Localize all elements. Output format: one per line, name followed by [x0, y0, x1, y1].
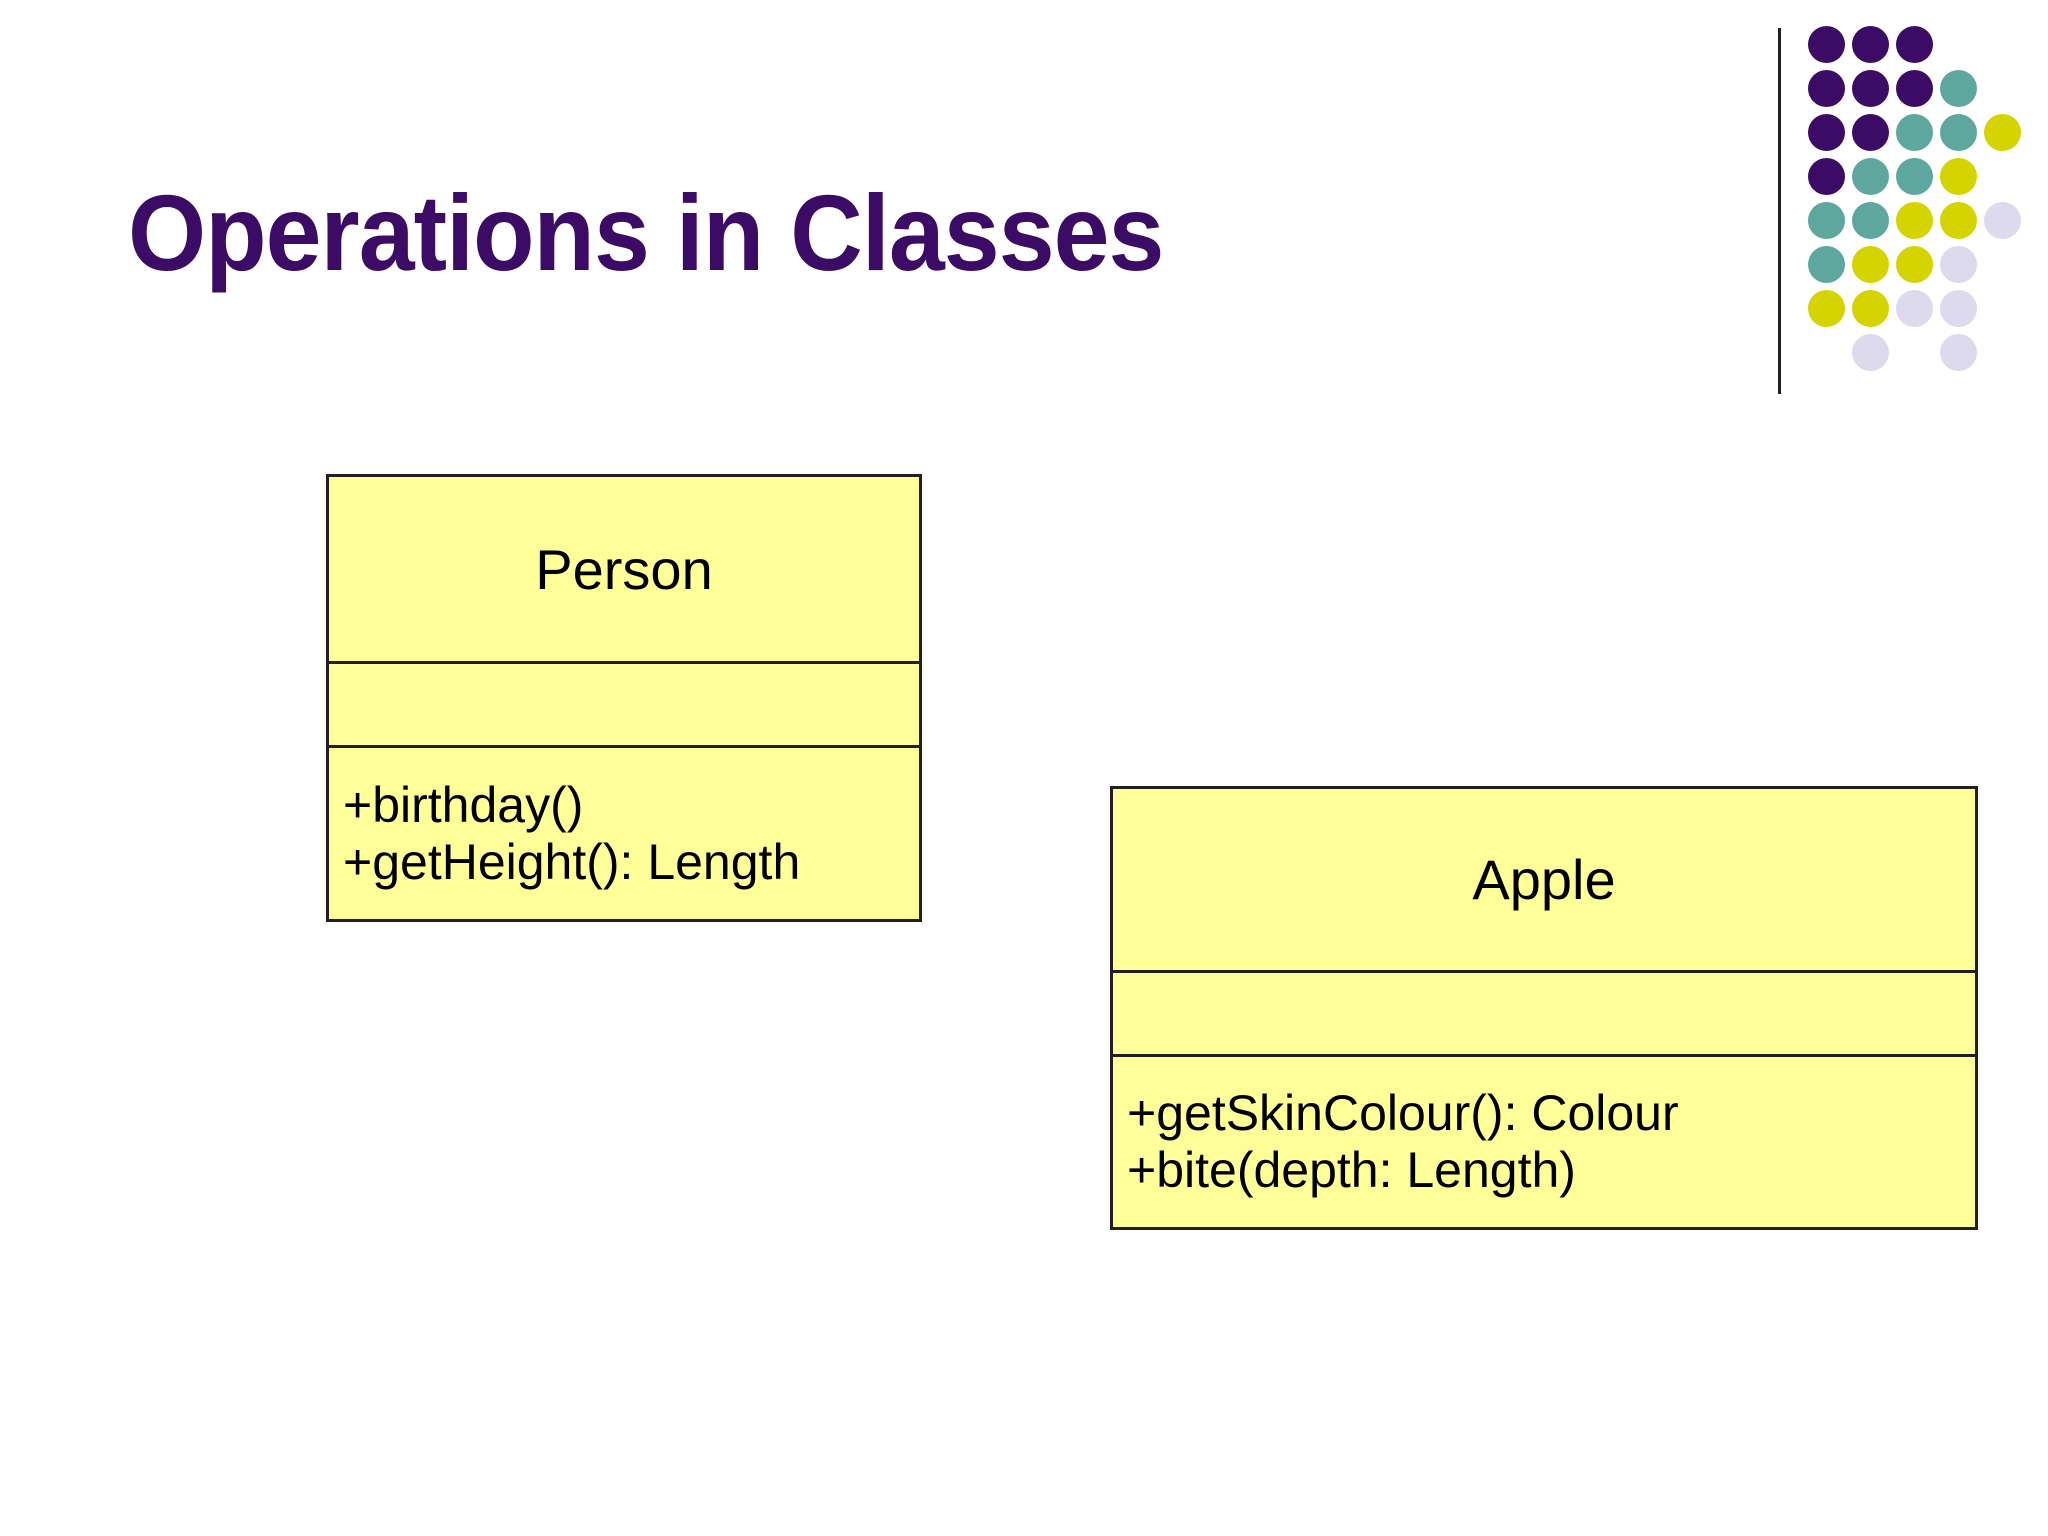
- logo-dot-row: [1808, 156, 2030, 200]
- logo-dot-teal: [1808, 202, 1845, 239]
- logo-dot-purple: [1808, 26, 1845, 63]
- logo-dot-purple: [1896, 70, 1933, 107]
- logo-dot-yellow: [1896, 202, 1933, 239]
- logo-dot-teal: [1940, 114, 1977, 151]
- uml-operation: +getHeight(): Length: [343, 833, 801, 890]
- logo-dot-purple: [1808, 158, 1845, 195]
- page-title: Operations in Classes: [128, 172, 1164, 294]
- uml-operations-apple: +getSkinColour(): Colour +bite(depth: Le…: [1113, 1057, 1975, 1227]
- logo: [1778, 24, 2030, 396]
- logo-dot-lavender: [1940, 334, 1977, 371]
- uml-operation: +getSkinColour(): Colour: [1127, 1085, 1679, 1141]
- logo-dot-purple: [1852, 114, 1889, 151]
- logo-dot-teal: [1896, 158, 1933, 195]
- logo-dot-row: [1808, 288, 2030, 332]
- logo-dot-teal: [1896, 114, 1933, 151]
- logo-dot-row: [1808, 68, 2030, 112]
- logo-dot-yellow: [1940, 158, 1977, 195]
- logo-divider-rule: [1778, 28, 1781, 394]
- logo-dot-grid: [1808, 24, 2030, 396]
- logo-dot-lavender: [1940, 290, 1977, 327]
- logo-dot-purple: [1852, 70, 1889, 107]
- logo-dot-purple: [1896, 26, 1933, 63]
- logo-dot-yellow: [1896, 246, 1933, 283]
- uml-operation: +birthday(): [343, 776, 584, 833]
- logo-dot-lavender: [1984, 202, 2021, 239]
- logo-dot-teal: [1852, 202, 1889, 239]
- uml-attributes-apple: [1113, 973, 1975, 1057]
- logo-dot-lavender: [1896, 290, 1933, 327]
- logo-dot-lavender: [1940, 246, 1977, 283]
- uml-class-person: Person +birthday() +getHeight(): Length: [326, 474, 922, 922]
- uml-operations-person: +birthday() +getHeight(): Length: [329, 748, 919, 919]
- logo-dot-teal: [1940, 70, 1977, 107]
- logo-dot-purple: [1852, 26, 1889, 63]
- uml-class-name-apple: Apple: [1113, 789, 1975, 973]
- logo-dot-teal: [1852, 158, 1889, 195]
- logo-dot-row: [1808, 112, 2030, 156]
- uml-class-apple: Apple +getSkinColour(): Colour +bite(dep…: [1110, 786, 1978, 1230]
- logo-dot-purple: [1808, 70, 1845, 107]
- logo-dot-row: [1808, 24, 2030, 68]
- uml-class-name-person: Person: [329, 477, 919, 664]
- logo-dot-lavender: [1852, 334, 1889, 371]
- logo-dot-row: [1808, 332, 2030, 376]
- logo-dot-teal: [1808, 246, 1845, 283]
- logo-dot-purple: [1808, 114, 1845, 151]
- logo-dot-yellow: [1940, 202, 1977, 239]
- logo-dot-yellow: [1852, 290, 1889, 327]
- uml-attributes-person: [329, 664, 919, 748]
- logo-dot-row: [1808, 200, 2030, 244]
- logo-dot-yellow: [1984, 114, 2021, 151]
- uml-operation: +bite(depth: Length): [1127, 1142, 1576, 1198]
- logo-dot-row: [1808, 244, 2030, 288]
- logo-dot-yellow: [1808, 290, 1845, 327]
- logo-dot-yellow: [1852, 246, 1889, 283]
